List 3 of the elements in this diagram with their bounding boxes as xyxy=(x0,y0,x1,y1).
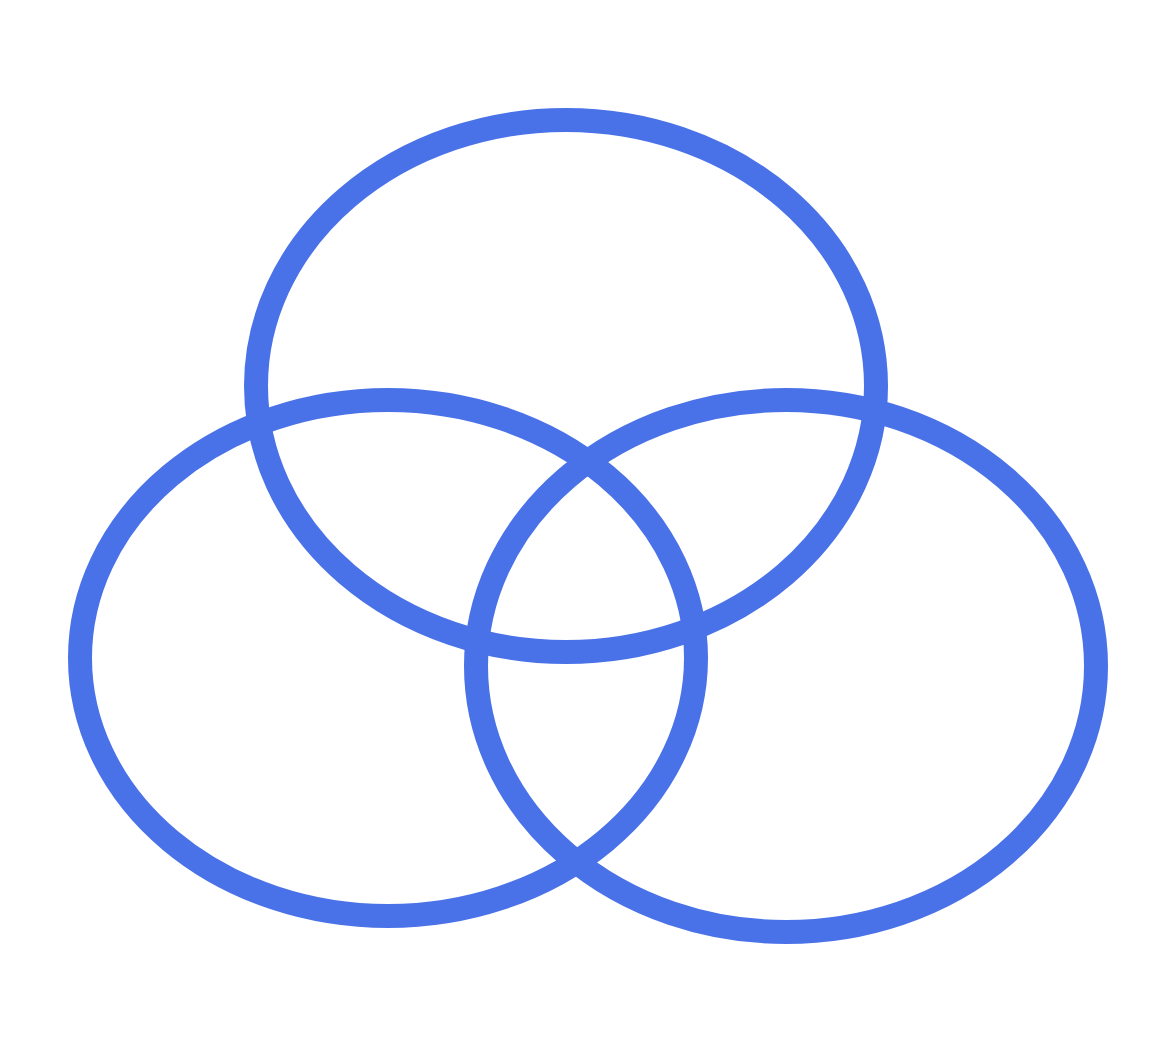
venn-circle xyxy=(464,388,1108,944)
venn-circle xyxy=(244,108,888,664)
venn-circle xyxy=(68,388,708,928)
